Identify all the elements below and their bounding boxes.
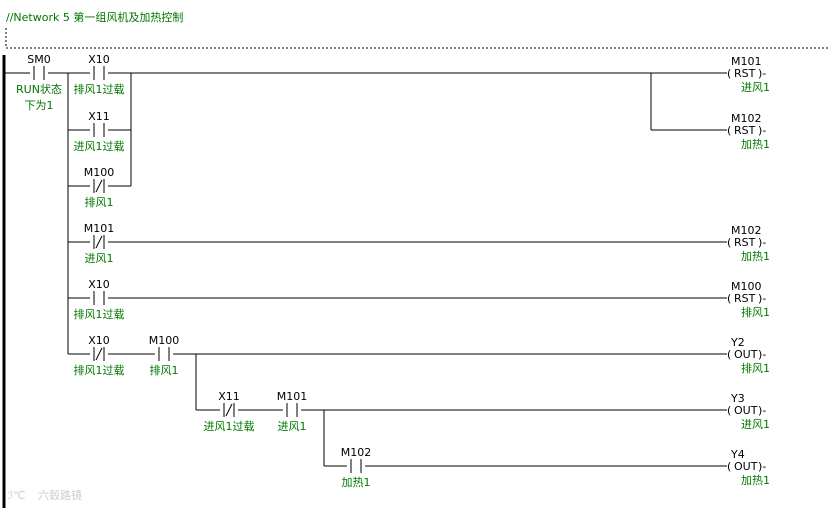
- contact-operand: SM0: [27, 53, 50, 66]
- svg-text:)-: )-: [758, 236, 766, 249]
- contact-operand: X10: [88, 278, 110, 291]
- coil-rst-m102-2[interactable]: M102 ( RST )- 加热1: [727, 224, 770, 263]
- contact-comment: 进风1: [85, 252, 114, 265]
- coil-operand: Y3: [730, 392, 745, 405]
- contact-comment: RUN状态: [16, 82, 62, 96]
- coil-comment: 加热1: [741, 250, 770, 263]
- svg-text:(: (: [727, 348, 731, 361]
- watermark-logo-icon: ℐ℃: [8, 489, 26, 502]
- coil-out-y2[interactable]: Y2 ( OUT )- 排风1: [727, 336, 770, 375]
- svg-text:(: (: [727, 460, 731, 473]
- svg-text:(: (: [727, 124, 731, 137]
- svg-text:)-: )-: [758, 292, 766, 305]
- contact-operand: M101: [277, 390, 308, 403]
- contact-comment: 排风1: [85, 195, 114, 209]
- svg-text:)-: )-: [758, 124, 766, 137]
- coil-operand: M102: [731, 112, 762, 125]
- contact-x10[interactable]: X10 排风1过载: [74, 53, 125, 96]
- network-title: //Network 5 第一组风机及加热控制: [6, 10, 183, 24]
- contact-m101-nc[interactable]: M101 进风1: [84, 222, 115, 265]
- coil-comment: 加热1: [741, 138, 770, 151]
- contact-comment: 进风1过载: [204, 420, 255, 433]
- coil-instruction: OUT: [734, 348, 758, 361]
- coil-rst-m101[interactable]: M101 ( RST )- 进风1: [727, 55, 770, 94]
- coil-operand: Y4: [730, 448, 745, 461]
- coil-rst-m100[interactable]: M100 ( RST )- 排风1: [727, 280, 770, 319]
- contact-m102[interactable]: M102 加热1: [341, 446, 372, 489]
- watermark-text: 六毂路镜: [38, 488, 82, 502]
- coil-instruction: RST: [734, 67, 756, 80]
- coil-comment: 进风1: [741, 81, 770, 94]
- coil-operand: M102: [731, 224, 762, 237]
- svg-text:)-: )-: [758, 67, 766, 80]
- coil-comment: 排风1: [741, 305, 770, 319]
- contact-operand: M101: [84, 222, 115, 235]
- coil-instruction: OUT: [734, 404, 758, 417]
- coil-out-y3[interactable]: Y3 ( OUT )- 进风1: [727, 392, 770, 431]
- contact-x11-nc[interactable]: X11 进风1过载: [204, 390, 255, 433]
- coil-rst-m102[interactable]: M102 ( RST )- 加热1: [727, 112, 770, 151]
- contact-operand: X11: [218, 390, 240, 403]
- contact-operand: X10: [88, 53, 110, 66]
- watermark: ℐ℃ 六毂路镜: [8, 488, 82, 502]
- coil-operand: M100: [731, 280, 762, 293]
- ladder-wiring: [4, 72, 727, 467]
- contact-operand: M100: [84, 166, 115, 179]
- svg-text:(: (: [727, 292, 731, 305]
- coil-instruction: RST: [734, 236, 756, 249]
- contact-comment: 进风1过载: [74, 140, 125, 153]
- svg-text:(: (: [727, 404, 731, 417]
- contact-comment: 加热1: [342, 476, 371, 489]
- contact-x10-2[interactable]: X10 排风1过载: [74, 278, 125, 321]
- contact-operand: M102: [341, 446, 372, 459]
- contact-operand: M100: [149, 334, 180, 347]
- svg-text:(: (: [727, 67, 731, 80]
- contact-comment: 排风1过载: [74, 82, 125, 96]
- coil-instruction: RST: [734, 124, 756, 137]
- svg-text:(: (: [727, 236, 731, 249]
- svg-text:)-: )-: [758, 404, 766, 417]
- contact-m101[interactable]: M101 进风1: [277, 390, 308, 433]
- coil-comment: 进风1: [741, 418, 770, 431]
- svg-text:)-: )-: [758, 460, 766, 473]
- coil-operand: M101: [731, 55, 762, 68]
- coil-instruction: OUT: [734, 460, 758, 473]
- contact-sm0[interactable]: SM0 RUN状态 下为1: [16, 53, 62, 112]
- contact-comment: 排风1过载: [74, 363, 125, 377]
- contact-comment: 进风1: [278, 420, 307, 433]
- contact-comment: 排风1过载: [74, 307, 125, 321]
- coil-comment: 排风1: [741, 361, 770, 375]
- svg-text:)-: )-: [758, 348, 766, 361]
- contact-operand: X11: [88, 110, 110, 123]
- contact-x11[interactable]: X11 进风1过载: [74, 110, 125, 153]
- coil-out-y4[interactable]: Y4 ( OUT )- 加热1: [727, 448, 770, 487]
- contact-comment: 排风1: [150, 363, 179, 377]
- coil-instruction: RST: [734, 292, 756, 305]
- contact-m100-nc[interactable]: M100 排风1: [84, 166, 115, 209]
- contact-x10-nc[interactable]: X10 排风1过载: [74, 334, 125, 377]
- contact-comment-line2: 下为1: [25, 99, 54, 112]
- contact-operand: X10: [88, 334, 110, 347]
- coil-operand: Y2: [730, 336, 745, 349]
- coil-comment: 加热1: [741, 474, 770, 487]
- contact-m100[interactable]: M100 排风1: [149, 334, 180, 377]
